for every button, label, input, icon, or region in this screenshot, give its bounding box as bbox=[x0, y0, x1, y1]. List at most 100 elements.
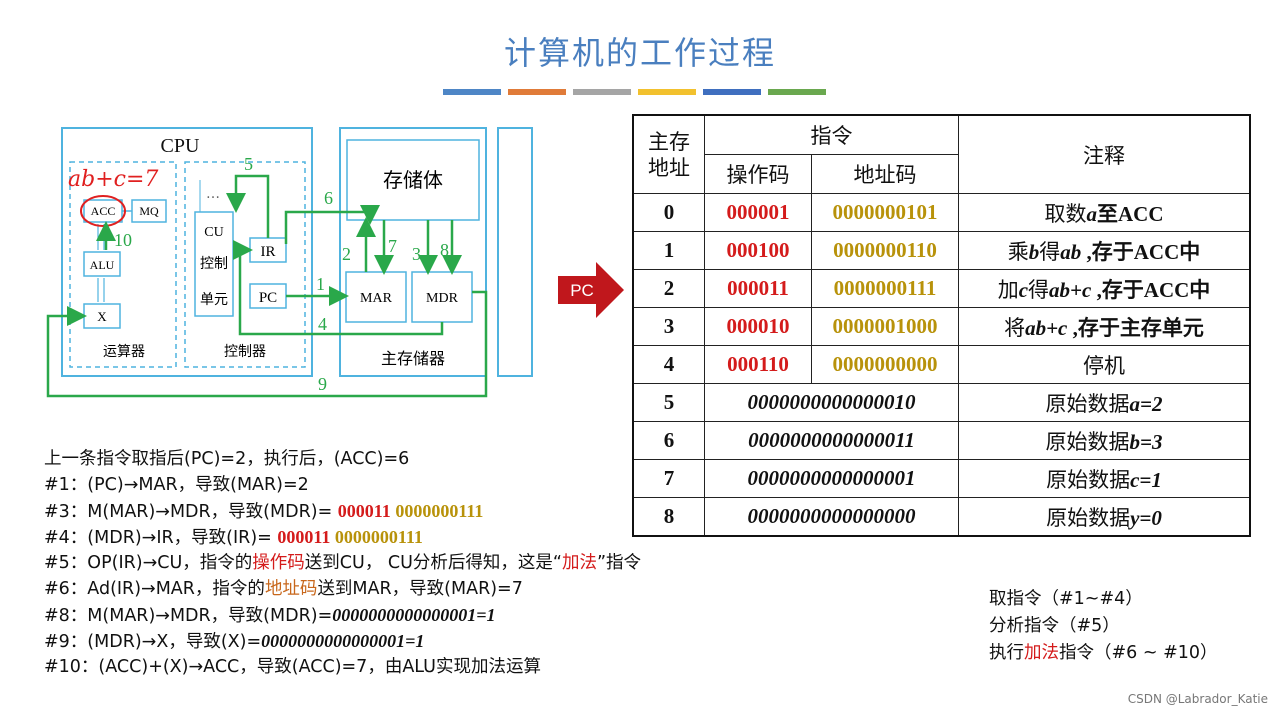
mdr-label: MDR bbox=[426, 291, 459, 306]
step-8: #8：M(MAR)→MDR，导致(MDR)=0000000000000001=1 bbox=[44, 605, 496, 626]
row-addr: 2 bbox=[632, 269, 705, 308]
execution-steps: 上一条指令取指后(PC)=2，执行后，(ACC)=6 #1：(PC)→MAR，导… bbox=[44, 446, 641, 680]
step-3-label: 3 bbox=[412, 244, 421, 264]
row-opcode: 000001 bbox=[704, 193, 812, 232]
alu-region-label: 运算器 bbox=[103, 344, 145, 360]
cu-box bbox=[194, 211, 234, 317]
step-8-label: 8 bbox=[440, 240, 449, 260]
step-10-label: 10 bbox=[114, 230, 132, 250]
stripe-4 bbox=[638, 89, 696, 95]
phase-execute: 执行加法指令（#6 ~ #10） bbox=[989, 643, 1218, 663]
row-addr: 1 bbox=[632, 231, 705, 270]
step-5-label: 5 bbox=[244, 154, 253, 174]
row-comment: 原始数据a=2 bbox=[958, 383, 1251, 422]
io-box bbox=[497, 127, 533, 377]
cu-label-2: 控制 bbox=[200, 256, 228, 272]
table-row: 3 000010 0000001000 将ab+c ,存于主存单元 bbox=[632, 307, 1251, 346]
step-3: #3：M(MAR)→MDR，导致(MDR)= 000011 0000000111 bbox=[44, 501, 484, 522]
pc-pointer-label: PC bbox=[570, 281, 594, 300]
program-table: 主存 地址 指令 注释 操作码 地址码 0 000001 0000000101 … bbox=[632, 114, 1251, 537]
row-addr: 0 bbox=[632, 193, 705, 232]
step-7-label: 7 bbox=[388, 236, 397, 256]
stripe-2 bbox=[508, 89, 566, 95]
cu-dots: … bbox=[206, 186, 220, 202]
step-5: #5：OP(IR)→CU，指令的操作码送到CU， CU分析后得知，这是“加法”指… bbox=[44, 553, 642, 573]
mar-register bbox=[345, 271, 407, 323]
row-addr: 8 bbox=[632, 497, 705, 537]
table-row: 4 000110 0000000000 停机 bbox=[632, 345, 1251, 384]
table-row: 1 000100 0000000110 乘b得ab ,存于ACC中 bbox=[632, 231, 1251, 270]
row-addr: 3 bbox=[632, 307, 705, 346]
header-address: 主存 地址 bbox=[632, 114, 705, 194]
cpu-box bbox=[61, 127, 313, 377]
step-1-label: 1 bbox=[316, 274, 325, 294]
table-row: 5 0000000000000010 原始数据a=2 bbox=[632, 383, 1251, 422]
x-label: X bbox=[97, 309, 107, 324]
pc-register bbox=[249, 283, 287, 309]
row-comment: 停机 bbox=[958, 345, 1251, 384]
ir-label: IR bbox=[261, 244, 276, 260]
ir-register bbox=[249, 237, 287, 263]
table-row: 6 0000000000000011 原始数据b=3 bbox=[632, 421, 1251, 460]
alu-box bbox=[83, 251, 121, 277]
row-opcode: 000010 bbox=[704, 307, 812, 346]
step-10: #10：(ACC)+(X)→ACC，导致(ACC)=7，由ALU实现加法运算 bbox=[44, 657, 541, 677]
step-1: #1：(PC)→MAR，导致(MAR)=2 bbox=[44, 475, 309, 495]
row-comment: 原始数据c=1 bbox=[958, 459, 1251, 498]
row-addrcode: 0000001000 bbox=[811, 307, 959, 346]
alu-label: ALU bbox=[90, 258, 115, 272]
row-comment: 加c得ab+c ,存于ACC中 bbox=[958, 269, 1251, 308]
stripe-3 bbox=[573, 89, 631, 95]
phase-analyze: 分析指令（#5） bbox=[989, 616, 1120, 636]
header-addrcode: 地址码 bbox=[811, 154, 959, 194]
main-memory-label: 主存储器 bbox=[381, 349, 445, 368]
row-addrcode: 0000000000 bbox=[811, 345, 959, 384]
title-underline-stripes bbox=[443, 89, 829, 95]
row-addrcode: 0000000101 bbox=[811, 193, 959, 232]
row-opcode: 000011 bbox=[704, 269, 812, 308]
storage-body-label: 存储体 bbox=[383, 168, 443, 192]
row-bits: 0000000000000010 bbox=[704, 383, 959, 422]
row-comment: 将ab+c ,存于主存单元 bbox=[958, 307, 1251, 346]
step-2-label: 2 bbox=[342, 244, 351, 264]
row-comment: 原始数据y=0 bbox=[958, 497, 1251, 537]
pc-label: PC bbox=[259, 290, 277, 306]
table-row: 7 0000000000000001 原始数据c=1 bbox=[632, 459, 1251, 498]
step-6-label: 6 bbox=[324, 188, 333, 208]
page-title: 计算机的工作过程 bbox=[503, 34, 776, 72]
stripe-6 bbox=[768, 89, 826, 95]
row-bits: 0000000000000001 bbox=[704, 459, 959, 498]
row-addr: 5 bbox=[632, 383, 705, 422]
cpu-label: CPU bbox=[161, 135, 200, 157]
row-bits: 0000000000000011 bbox=[704, 421, 959, 460]
row-addrcode: 0000000111 bbox=[811, 269, 959, 308]
step-4-label: 4 bbox=[318, 314, 327, 334]
row-bits: 0000000000000000 bbox=[704, 497, 959, 537]
table-row: 8 0000000000000000 原始数据y=0 bbox=[632, 497, 1251, 537]
cu-label-1: CU bbox=[204, 225, 223, 240]
row-addrcode: 0000000110 bbox=[811, 231, 959, 270]
control-region-label: 控制器 bbox=[224, 344, 266, 360]
handwritten-note: ab+c=7 bbox=[68, 167, 158, 192]
table-row: 2 000011 0000000111 加c得ab+c ,存于ACC中 bbox=[632, 269, 1251, 308]
row-comment: 原始数据b=3 bbox=[958, 421, 1251, 460]
step-4: #4：(MDR)→IR，导致(IR)= 000011 0000000111 bbox=[44, 527, 423, 548]
mar-label: MAR bbox=[360, 291, 393, 306]
pc-pointer-arrow: PC bbox=[558, 262, 624, 318]
step-9-label: 9 bbox=[318, 374, 327, 394]
row-comment: 取数a至ACC bbox=[958, 193, 1251, 232]
cu-label-3: 单元 bbox=[200, 292, 228, 308]
stripe-5 bbox=[703, 89, 761, 95]
step-intro: 上一条指令取指后(PC)=2，执行后，(ACC)=6 bbox=[44, 449, 410, 469]
computer-architecture-diagram: CPU 运算器 控制器 ACC MQ ALU X ab+c=7 10 … CU … bbox=[46, 127, 533, 398]
acc-label: ACC bbox=[91, 204, 116, 218]
row-addr: 7 bbox=[632, 459, 705, 498]
row-addr: 6 bbox=[632, 421, 705, 460]
row-opcode: 000100 bbox=[704, 231, 812, 270]
stripe-1 bbox=[443, 89, 501, 95]
header-opcode: 操作码 bbox=[704, 154, 812, 194]
alu-region bbox=[69, 161, 177, 368]
table-row: 0 000001 0000000101 取数a至ACC bbox=[632, 193, 1251, 232]
row-addr: 4 bbox=[632, 345, 705, 384]
watermark: CSDN @Labrador_Katie bbox=[1127, 692, 1268, 706]
